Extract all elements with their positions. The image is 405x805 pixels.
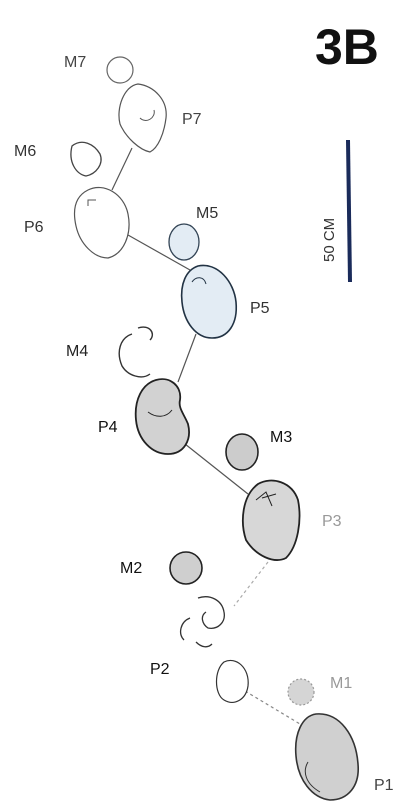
print-m6-outline xyxy=(71,142,101,176)
print-m2-outline xyxy=(170,552,202,584)
print-p7-label: P7 xyxy=(182,111,202,128)
scale-bar-line xyxy=(348,140,350,282)
print-p1-outline xyxy=(296,714,359,800)
print-m6: M6 xyxy=(14,142,101,176)
print-m7: M7 xyxy=(64,54,133,83)
print-p4: P4 xyxy=(98,379,189,454)
connector-p5-p4 xyxy=(178,334,196,382)
print-p6: P6 xyxy=(24,187,129,258)
print-m4-outline xyxy=(119,327,152,377)
print-m5-label: M5 xyxy=(196,205,218,222)
print-m3-outline xyxy=(226,434,258,470)
print-m2: M2 xyxy=(120,552,202,584)
print-m2-label: M2 xyxy=(120,560,142,577)
print-p3-label: P3 xyxy=(322,513,342,530)
print-m7-outline xyxy=(107,57,133,83)
print-p6-outline xyxy=(75,187,130,258)
print-p2-heel xyxy=(217,660,249,702)
print-p5-label: P5 xyxy=(250,300,270,317)
print-m4: M4 xyxy=(66,327,152,377)
print-m7-label: M7 xyxy=(64,54,86,71)
connector-p7-p6 xyxy=(112,148,132,190)
print-p2-label: P2 xyxy=(150,661,170,678)
print-p1: P1 xyxy=(296,714,394,800)
print-p6-label: P6 xyxy=(24,219,44,236)
print-m3-label: M3 xyxy=(270,429,292,446)
print-p5: P5 xyxy=(182,265,270,338)
print-m1-label: M1 xyxy=(330,675,352,692)
print-p1-label: P1 xyxy=(374,777,394,794)
scale-bar: 50 CM xyxy=(321,140,350,282)
print-p5-outline xyxy=(182,265,237,338)
print-m3: M3 xyxy=(226,429,292,470)
print-m4-label: M4 xyxy=(66,343,88,360)
scale-bar-label: 50 CM xyxy=(321,218,338,262)
print-m5: M5 xyxy=(169,205,218,260)
print-p3: P3 xyxy=(243,481,342,560)
print-m1-outline xyxy=(288,679,314,705)
figure-title: 3B xyxy=(315,19,379,75)
print-p4-label: P4 xyxy=(98,419,118,436)
print-p3-outline xyxy=(243,481,300,560)
print-m1: M1 xyxy=(288,675,352,705)
connector-p3-p2 xyxy=(234,562,268,606)
print-p2: P2 xyxy=(150,597,248,703)
print-p7: P7 xyxy=(119,84,202,152)
print-p2-outline xyxy=(181,597,225,647)
print-m6-label: M6 xyxy=(14,143,36,160)
print-m5-outline xyxy=(169,224,199,260)
print-p7-outline xyxy=(119,84,166,152)
